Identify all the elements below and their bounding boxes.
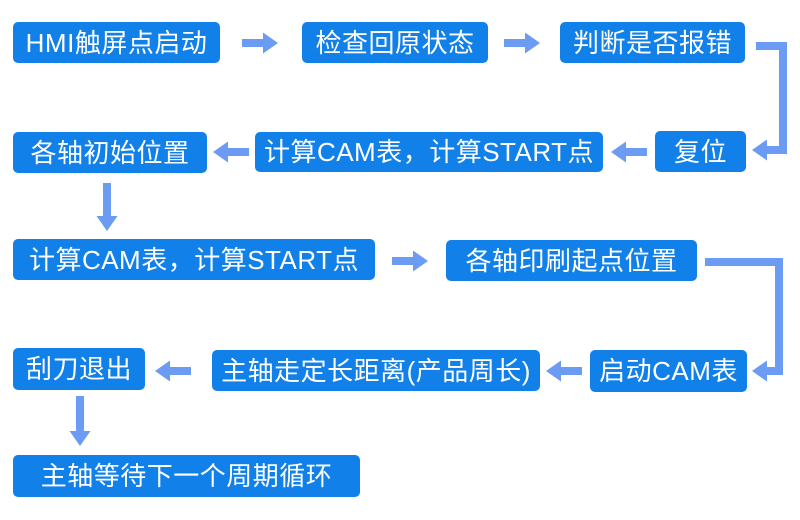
flow-connector-check-to-judge [504, 32, 540, 54]
flow-node-check-home-status: 检查回原状态 [302, 22, 488, 63]
flow-node-calc-cam-start-2: 计算CAM表，计算START点 [13, 239, 375, 280]
flow-connector-axesinit-down-to-calc2 [96, 183, 118, 231]
flow-node-axes-print-origin: 各轴印刷起点位置 [446, 240, 697, 281]
flow-connector-calc1-to-axesinit [213, 141, 249, 163]
flow-node-label: 刮刀退出 [25, 354, 132, 384]
flow-connector-cam-to-distance [546, 360, 582, 382]
flow-connector-hmi-to-check [242, 32, 278, 54]
flow-node-axes-init-pos: 各轴初始位置 [13, 132, 207, 173]
flow-node-start-cam-table: 启动CAM表 [590, 350, 747, 392]
flow-node-reset: 复位 [655, 131, 746, 172]
flow-node-hmi-start: HMI触屏点启动 [13, 22, 220, 63]
flow-node-label: 主轴走定长距离(产品周长) [221, 355, 531, 386]
flow-node-label: HMI触屏点启动 [25, 27, 208, 58]
flow-node-label: 各轴印刷起点位置 [465, 245, 678, 276]
flow-connector-calc2-to-printorigin [392, 250, 428, 272]
flow-node-squeegee-retract: 刮刀退出 [13, 348, 145, 390]
flow-node-calc-cam-start-1: 计算CAM表，计算START点 [255, 132, 603, 172]
flow-node-spindle-wait-cycle: 主轴等待下一个周期循环 [13, 455, 360, 497]
flow-node-label: 各轴初始位置 [30, 137, 190, 168]
flow-node-label: 检查回原状态 [315, 27, 475, 58]
flow-node-spindle-fixed-distance: 主轴走定长距离(产品周长) [212, 350, 540, 391]
flow-node-label: 主轴等待下一个周期循环 [40, 461, 333, 491]
flow-connector-printorigin-elbow-cam [705, 258, 783, 382]
flow-node-label: 判断是否报错 [572, 27, 732, 58]
flow-connector-judge-to-reset-elbow [752, 42, 787, 161]
flow-connector-reset-to-calc1 [611, 141, 647, 163]
flow-node-label: 计算CAM表，计算START点 [28, 244, 360, 275]
flow-node-label: 启动CAM表 [599, 356, 738, 386]
flow-node-judge-error: 判断是否报错 [560, 22, 745, 63]
flow-connector-distance-to-squeegee [155, 360, 191, 382]
flow-connector-squeegee-down-to-wait [69, 396, 91, 446]
flow-node-label: 计算CAM表，计算START点 [263, 137, 595, 167]
flow-node-label: 复位 [673, 136, 727, 167]
